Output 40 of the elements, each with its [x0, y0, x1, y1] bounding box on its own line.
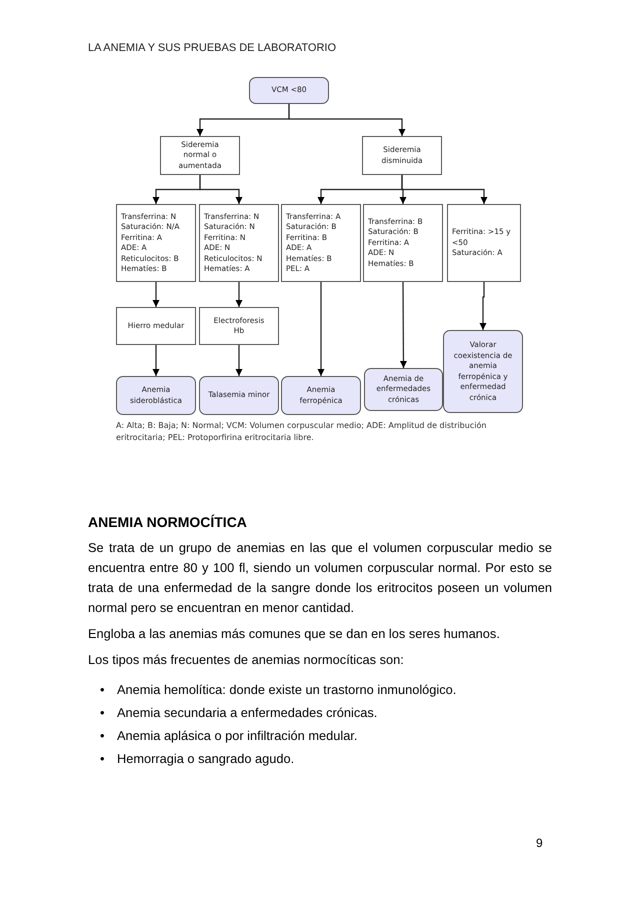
footnote: A: Alta; B: Baja; N: Normal; VCM: Volumen corpuscular medio; ADE: Amplitud de distribución eritrocitaria; PEL: Protoporfirina eritrocitaria libre.: [116, 420, 488, 444]
criteria-box: [116, 204, 196, 282]
terminal-box: [199, 376, 279, 415]
process-box: [362, 136, 442, 175]
arrow: [288, 104, 406, 136]
criteria-box: [363, 204, 443, 282]
paragraph: Engloba a las anemias más comunes que se dan en los seres humanos.: [88, 625, 501, 643]
arrow: [152, 345, 160, 376]
list-item: Hemorragia o sangrado agudo.: [117, 750, 294, 768]
process-box: [116, 307, 196, 345]
section-heading: ANEMIA NORMOCÍTICA: [88, 513, 247, 532]
page-header: LA ANEMIA Y SUS PRUEBAS DE LABORATORIO: [88, 41, 336, 56]
arrow: [236, 345, 242, 376]
bullet: •: [100, 750, 106, 768]
criteria-box: [199, 204, 279, 282]
list-item: Anemia aplásica o por infiltración medular.: [117, 727, 358, 745]
arrow: [400, 282, 407, 368]
arrow: [199, 175, 242, 204]
arrow: [318, 282, 324, 376]
paragraph: Se trata de un grupo de anemias en las que el volumen corpuscular medio se encuentra entre 80 y 100 fl, siendo un volumen corpuscular normal. Por esto se trata de una enfermedad de la sangre donde los eritrocitos poseen un volumen normal pero se encuentran en menor cantidad.: [88, 539, 552, 617]
bullet: •: [100, 681, 106, 699]
arrow: [401, 175, 488, 204]
process-box: [199, 307, 279, 345]
terminal-box: [364, 368, 443, 411]
terminal-box: [443, 330, 523, 413]
bullet: •: [100, 704, 106, 722]
arrow: [480, 282, 486, 330]
arrow: [152, 282, 160, 307]
paragraph: Los tipos más frecuentes de anemias normocíticas son:: [88, 651, 405, 669]
page-number: 9: [536, 835, 543, 852]
list-item: Anemia secundaria a enfermedades crónicas.: [117, 704, 378, 722]
terminal-box: [281, 376, 361, 415]
terminal-box: [249, 77, 329, 104]
list-item: Anemia hemolítica: donde existe un trastorno inmunológico.: [117, 681, 456, 699]
bullet: •: [100, 727, 106, 745]
criteria-box: [447, 204, 521, 282]
criteria-box: [281, 204, 361, 282]
process-box: [160, 136, 240, 175]
terminal-box: [116, 376, 196, 415]
arrow: [236, 282, 242, 307]
